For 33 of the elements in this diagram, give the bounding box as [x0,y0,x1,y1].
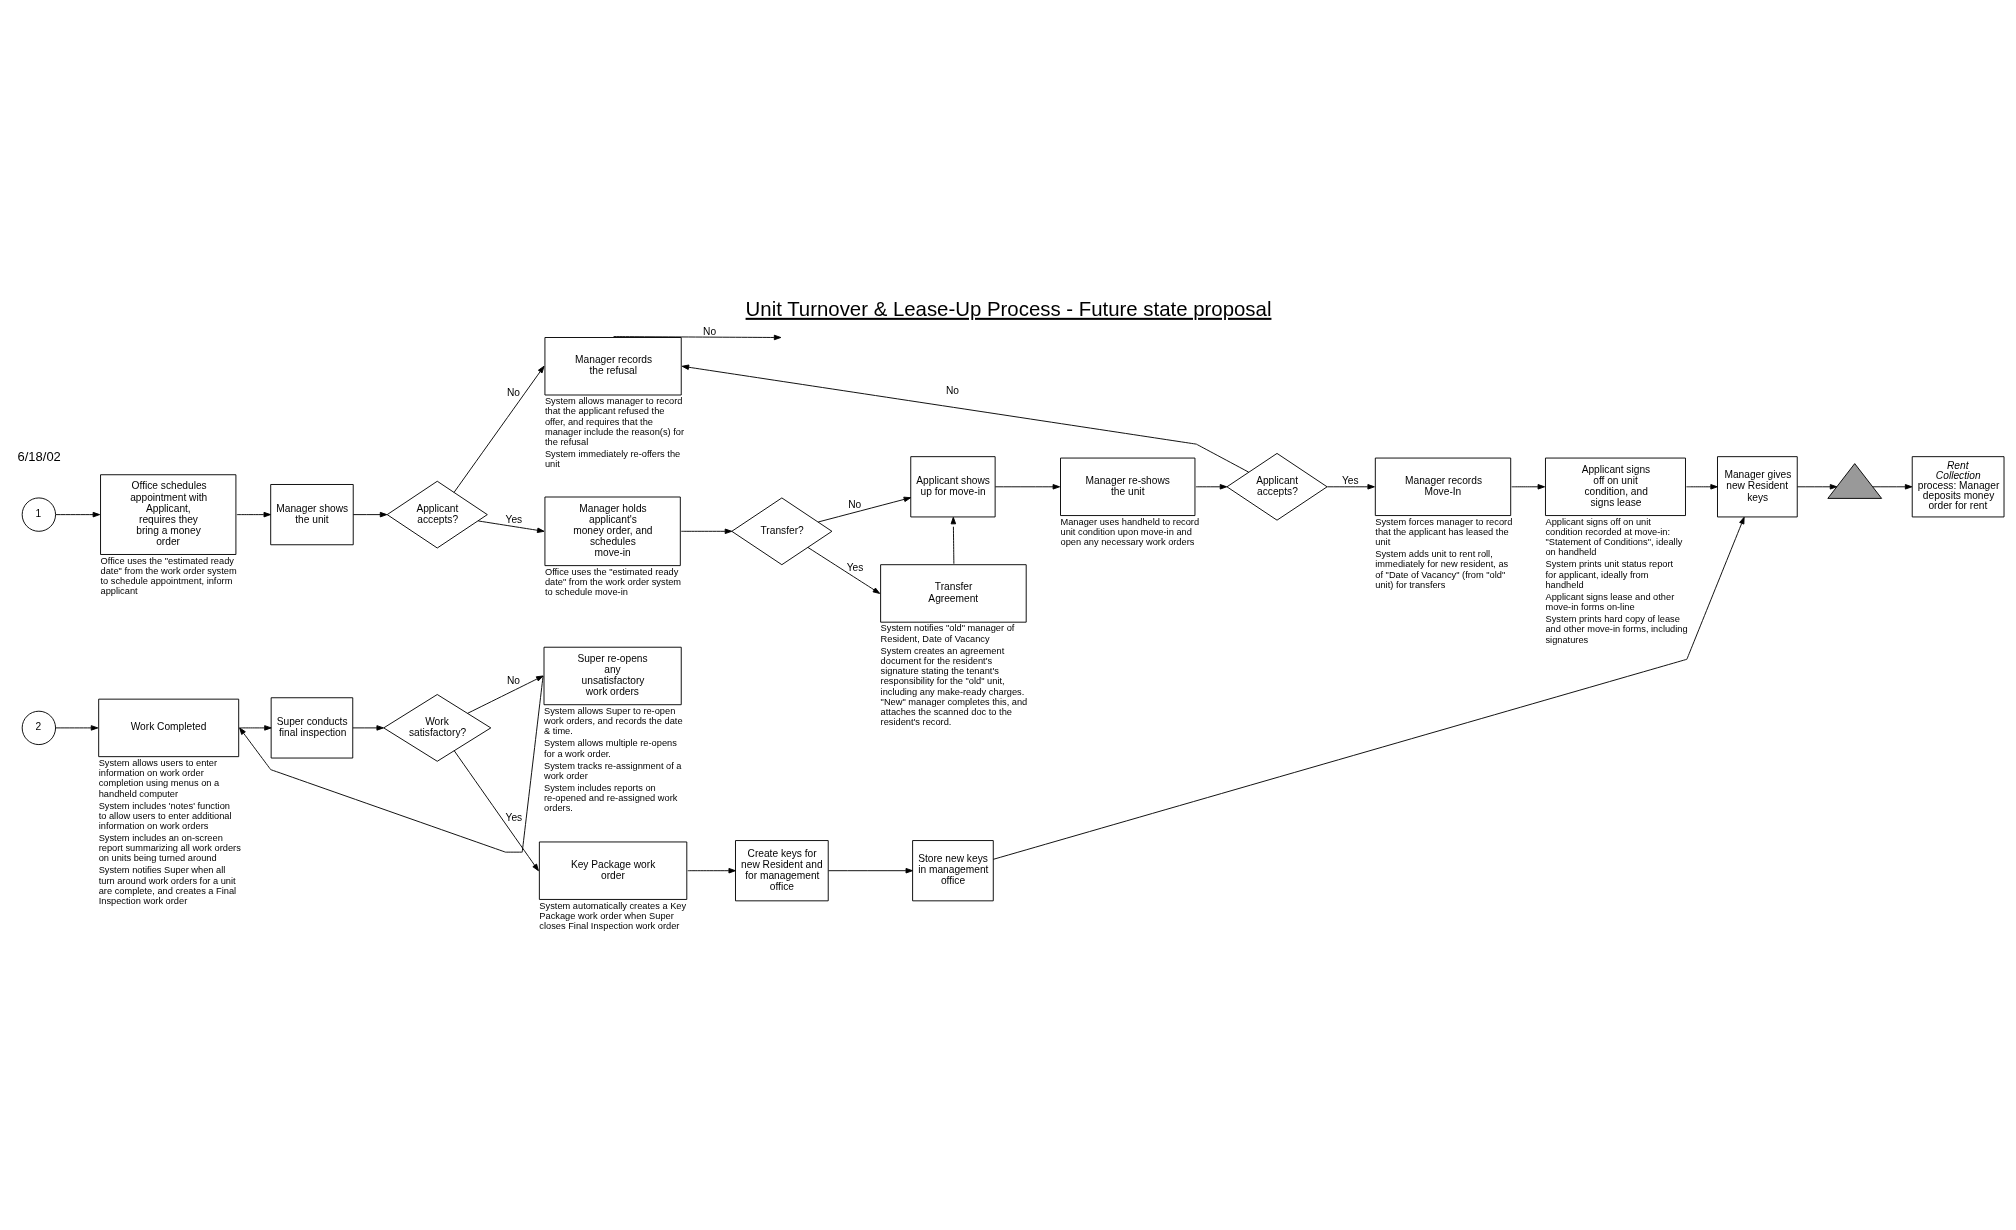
node-label: System includes reports on re-opened and re-assigned work orders. [544,782,678,814]
node-label: System forces manager to record that the applicant has leased the unit [1375,516,1513,548]
edge-label: No [703,325,717,337]
node-label: System creates an agreement document for the resident's signature stating the tenant's responsibility for the "old" unit, including any make-ready charges. "New" manager completes this, and attaches the scanned doc to the resident's record. [880,645,1028,728]
node-label: Applicant signs lease and other move-in forms on-line [1545,591,1675,613]
node-label: Office uses the "estimated ready date" from the work order system to schedule move-in [544,566,682,598]
node-label: System immediately re-offers the unit [544,449,681,470]
node-label: System automatically creates a Key Package work order when Super closes Final Inspection work order [539,900,687,932]
edge-label: Yes [505,513,523,525]
node-label: System allows multiple re-opens for a work order. [544,738,677,759]
node-label: System notifies "old" manager of Resident, Date of Vacancy [880,623,1015,644]
node-label: System allows manager to record that the applicant refused the offer, and requires that the manager include the reason(s) for the refusal [544,396,684,448]
edge-label: Yes [505,812,523,824]
node-label: System prints hard copy of lease and other move-in forms, including signatures [1545,614,1688,645]
node-label: Manager uses handheld to record unit condition upon move-in and open any necessary work orders [1060,516,1200,548]
node-label: Office uses the "estimated ready date" from the work order system to schedule appointment, inform applicant [100,555,237,597]
node-label: System tracks re-assignment of a work order [544,760,682,781]
node-label: System adds unit to rent roll, immediately for new resident, as of "Date of Vacancy" (from "old" unit) for transfers [1375,549,1509,590]
node-label: System includes 'notes' function to allow users to enter additional information on work orders [98,800,232,831]
node-label: Applicant signs off on unit condition recorded at move-in: "Statement of Conditions", ideally on handheld [1545,516,1683,558]
edge-label: Yes [846,562,864,573]
edge-label: No [506,675,520,687]
edge-label: No [848,498,862,510]
node-label: System notifies Super when all turn around work orders for a unit are complete, and creates a Final Inspection work order [98,865,237,907]
node-label: System allows users to enter information on work order completion using menus on a handheld computer [98,757,220,799]
diagram-title: Unit Turnover & Lease-Up Process - Future state proposal [745,297,1272,320]
label: 6/18/02 [17,449,61,465]
edge-label: No [506,386,520,398]
node-label: System prints unit status report for applicant, ideally from handheld [1545,559,1674,590]
edge-label: Yes [1341,474,1359,486]
node-label: System allows Super to re-open work orders, and records the date & time. [544,705,683,737]
node-label: System includes an on-screen report summarizing all work orders on units being turned around [98,833,241,864]
edge-label: No [945,384,960,396]
